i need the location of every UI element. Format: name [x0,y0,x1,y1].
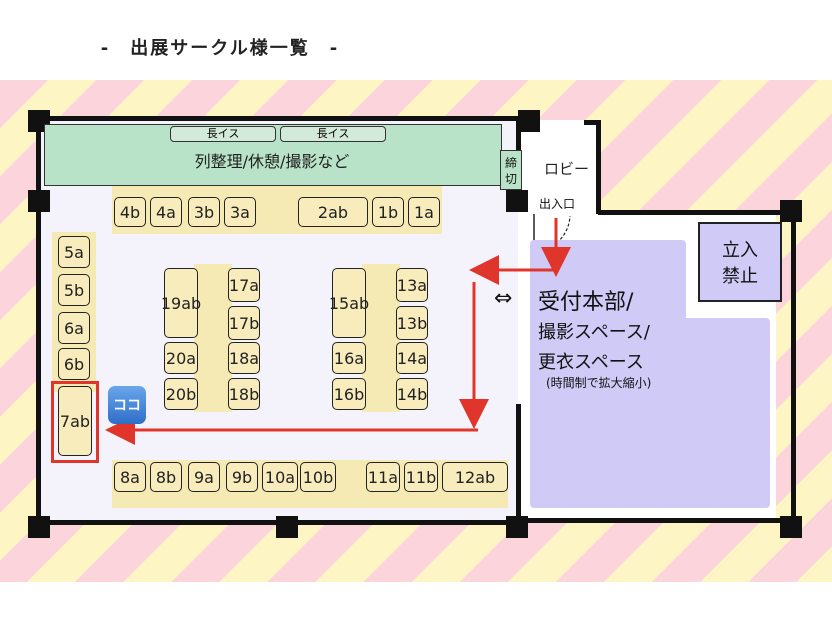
here-badge: ココ [108,386,146,424]
wall-left [36,116,41,526]
booth-2ab[interactable]: 2ab [298,197,368,227]
booth-7ab[interactable]: 7ab [58,386,92,456]
booth-18a[interactable]: 18a [228,342,260,374]
wall-top [36,116,520,121]
reception-label-2: 撮影スペース/ [538,322,650,343]
booth-11a[interactable]: 11a [366,462,400,492]
lobby-floor [518,120,598,212]
booth-14a[interactable]: 14a [396,342,428,374]
pillar [276,516,298,538]
booth-8a[interactable]: 8a [114,462,146,492]
booth-strip-island-1 [194,264,232,412]
wall-side-top [598,210,794,215]
booth-1a[interactable]: 1a [408,197,440,227]
booth-3b[interactable]: 3b [188,197,220,227]
highlight-box-7ab [51,381,99,463]
bench-left: 長イス [170,126,276,142]
reception-area [530,318,770,508]
queue-area-label: 列整理/休憩/撮影など [194,152,350,171]
pillar [506,190,528,212]
pillar [506,516,528,538]
booth-10b[interactable]: 10b [300,462,336,492]
booth-5a[interactable]: 5a [58,236,90,268]
booth-17b[interactable]: 17b [228,306,260,340]
booth-1b[interactable]: 1b [372,197,404,227]
lobby-label: ロビー [544,160,590,178]
restricted-label-2: 禁止 [722,266,758,287]
pillar [780,200,802,222]
bench-right: 長イス [280,126,386,142]
booth-13b[interactable]: 13b [396,306,428,340]
double-arrow-icon: ⇔ [494,286,513,311]
booth-12ab[interactable]: 12ab [442,462,508,492]
pillar [518,110,540,132]
booth-14b[interactable]: 14b [396,378,428,410]
booth-6a[interactable]: 6a [58,312,90,344]
booth-strip-island-2 [362,264,400,412]
booth-13a[interactable]: 13a [396,268,428,302]
wall-side-bottom [518,518,794,523]
booth-5b[interactable]: 5b [58,274,90,306]
closed-label-bottom: 切 [504,172,517,186]
booth-18b[interactable]: 18b [228,378,260,410]
wall-lobby [596,120,601,214]
reception-label-1: 受付本部/ [538,290,634,315]
reception-label-3: 更衣スペース [538,352,644,373]
reception-note: (時間制で拡大縮小) [546,376,652,390]
restricted-area [698,222,782,302]
booth-4a[interactable]: 4a [150,197,182,227]
booth-9b[interactable]: 9b [226,462,258,492]
pillar [28,190,50,212]
booth-20a[interactable]: 20a [164,342,198,374]
booth-3a[interactable]: 3a [224,197,256,227]
booth-19ab[interactable]: 19ab [161,268,201,338]
booth-9a[interactable]: 9a [188,462,220,492]
wall-side-right [791,206,796,524]
restricted-label-1: 立入 [722,240,758,261]
booth-16a[interactable]: 16a [332,342,366,374]
booth-16b[interactable]: 16b [332,378,366,410]
pillar [28,516,50,538]
booth-15ab[interactable]: 15ab [329,268,369,338]
booth-4b[interactable]: 4b [114,197,146,227]
closed-label-top: 締 [504,156,517,170]
entrance-label: 出入口 [539,197,576,211]
page-title: - 出展サークル様一覧 - [100,38,340,59]
booth-10a[interactable]: 10a [262,462,298,492]
booth-11b[interactable]: 11b [404,462,438,492]
booth-20b[interactable]: 20b [164,378,198,410]
pillar [780,516,802,538]
booth-17a[interactable]: 17a [228,268,260,302]
wall-lobby-top [584,120,600,125]
closed-panel [500,150,522,190]
wall-right-lower [516,404,521,524]
booth-6b[interactable]: 6b [58,348,90,380]
booth-8b[interactable]: 8b [150,462,182,492]
